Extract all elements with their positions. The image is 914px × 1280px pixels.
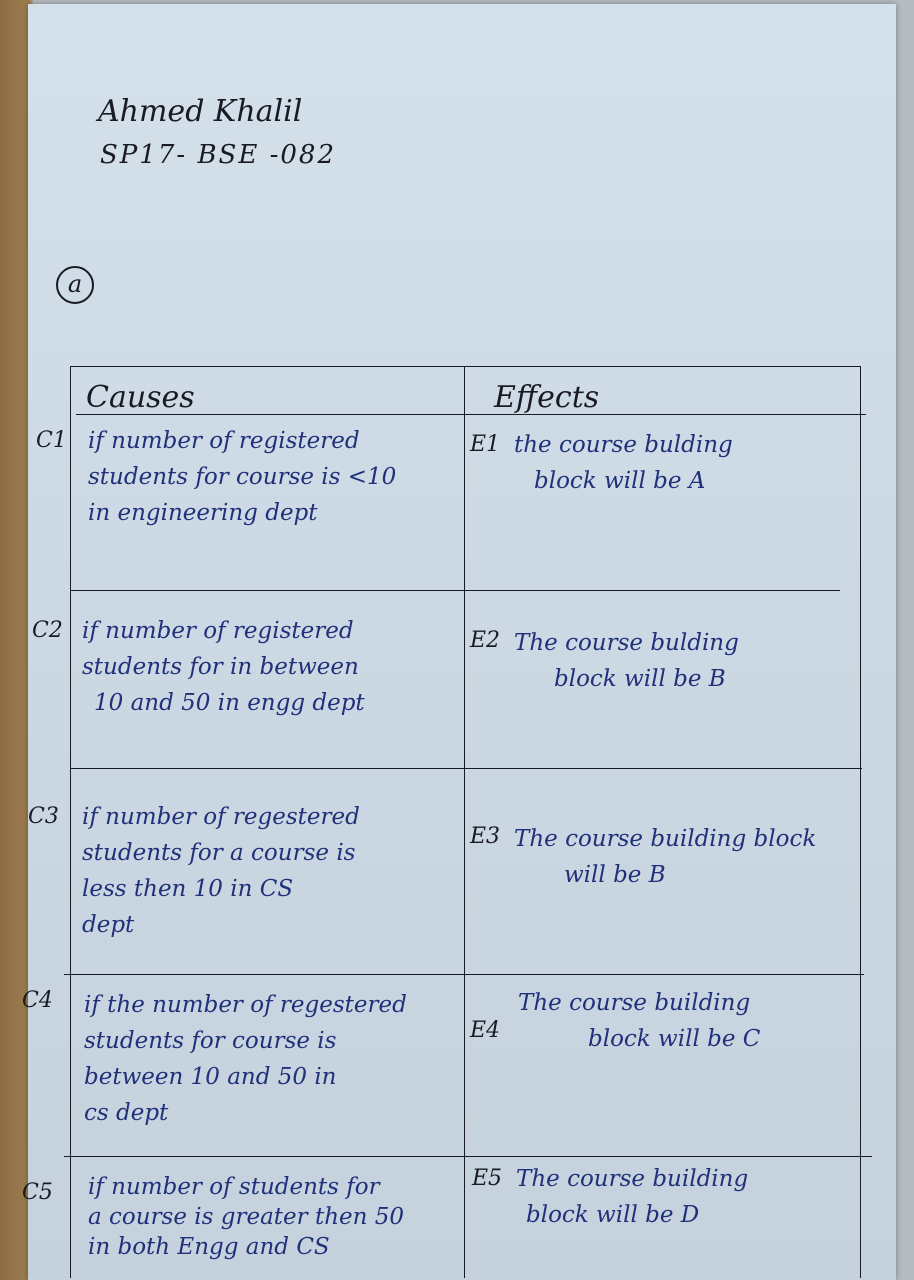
column-divider: [464, 366, 465, 1278]
effect-id: E5: [472, 1166, 503, 1191]
cause-cell: if the number of regestered students for…: [84, 992, 407, 1136]
effect-id: E4: [470, 1018, 501, 1043]
effect-line: The course bulding: [514, 630, 739, 656]
effect-cell: The course bulding block will be B: [514, 630, 739, 702]
effect-line: block will be A: [534, 468, 706, 494]
effect-cell: The course building block will be D: [516, 1166, 748, 1238]
effect-cell: The course building block will be C: [518, 990, 760, 1062]
cause-id: C1: [36, 428, 67, 453]
cause-cell: if number of students for a course is gr…: [88, 1174, 404, 1270]
cause-line: students for a course is: [82, 840, 356, 866]
cause-line: if number of registered: [82, 618, 354, 644]
effect-id: E2: [470, 628, 501, 653]
cause-line: if number of regestered: [82, 804, 360, 830]
cause-cell: if number of registered students for cou…: [88, 428, 396, 536]
cause-line: in both Engg and CS: [88, 1234, 330, 1260]
cause-line: in engineering dept: [88, 500, 318, 526]
effect-line: block will be B: [554, 666, 726, 692]
header-causes: Causes: [86, 380, 195, 415]
part-label: a: [56, 266, 94, 304]
effect-cell: the course bulding block will be A: [514, 432, 733, 504]
effect-id: E3: [470, 824, 501, 849]
header-effects: Effects: [494, 380, 600, 415]
cause-cell: if number of registered students for in …: [82, 618, 365, 726]
cause-id: C2: [32, 618, 63, 643]
cause-line: between 10 and 50 in: [84, 1064, 337, 1090]
cause-line: dept: [82, 912, 135, 938]
cause-line: students for course is: [84, 1028, 337, 1054]
table-right-border: [860, 366, 861, 1278]
cause-line: if the number of regestered: [84, 992, 407, 1018]
paper-sheet: Ahmed Khalil SP17- BSE -082 a Causes Eff…: [22, 4, 896, 1280]
header-divider: [76, 414, 866, 415]
cause-line: students for in between: [82, 654, 359, 680]
cause-line: if number of students for: [88, 1174, 380, 1200]
cause-line: cs dept: [84, 1100, 169, 1126]
cause-line: 10 and 50 in engg dept: [94, 690, 365, 716]
cause-id: C5: [22, 1180, 53, 1205]
cause-line: a course is greater then 50: [88, 1204, 405, 1230]
table-top-border: [70, 366, 860, 367]
cause-line: students for course is <10: [88, 464, 397, 490]
effect-line: the course bulding: [514, 432, 733, 458]
effect-line: The course building: [518, 990, 751, 1016]
table-left-border: [70, 366, 71, 1278]
cause-id: C4: [22, 988, 53, 1013]
cause-line: if number of registered: [88, 428, 360, 454]
effect-cell: The course building block will be B: [514, 826, 816, 898]
row-divider-4: [64, 1156, 872, 1157]
cause-cell: if number of regestered students for a c…: [82, 804, 360, 948]
student-name: Ahmed Khalil: [98, 94, 303, 129]
row-divider-1: [70, 590, 840, 591]
effect-line: block will be D: [526, 1202, 700, 1228]
effect-line: The course building: [516, 1166, 749, 1192]
student-roll-number: SP17- BSE -082: [100, 140, 337, 170]
effect-line: block will be C: [588, 1026, 761, 1052]
effect-id: E1: [470, 432, 501, 457]
row-divider-2: [70, 768, 862, 769]
cause-line: less then 10 in CS: [82, 876, 294, 902]
effect-line: The course building block: [514, 826, 817, 852]
cause-id: C3: [28, 804, 59, 829]
effect-line: will be B: [564, 862, 666, 888]
cause-effect-table: Causes Effects C1 if number of registere…: [22, 366, 882, 1280]
